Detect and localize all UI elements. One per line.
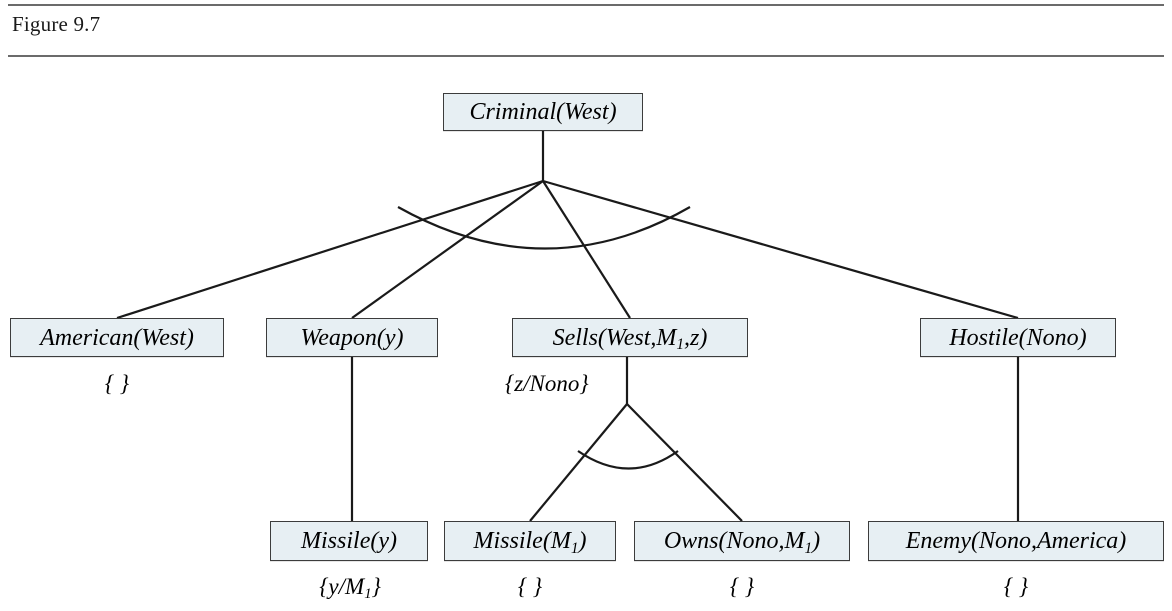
edge-criminal-to-sells <box>542 180 631 319</box>
node-label: Sells(West,M1,z) <box>552 324 708 354</box>
node-criminal-west[interactable]: Criminal(West) <box>443 93 643 131</box>
node-label: Enemy(Nono,America) <box>905 528 1127 554</box>
and-arc-root <box>397 206 691 250</box>
substitution-sells: {z/Nono} <box>505 371 589 396</box>
node-sells-west-m1-z[interactable]: Sells(West,M1,z) <box>512 318 748 357</box>
substitution-owns: { } <box>729 574 755 599</box>
node-hostile-nono[interactable]: Hostile(Nono) <box>920 318 1116 357</box>
node-weapon-y[interactable]: Weapon(y) <box>266 318 438 357</box>
edge-sells-to-missile-m1 <box>529 403 628 522</box>
substitution-missile-y: {y/M1} <box>319 574 381 603</box>
node-missile-y[interactable]: Missile(y) <box>270 521 428 561</box>
substitution-american-west: { } <box>104 371 130 396</box>
edge-criminal-to-weapon <box>351 180 544 319</box>
node-label: Weapon(y) <box>300 324 404 351</box>
caption-rule-bottom <box>8 55 1164 57</box>
edge-sells-to-owns <box>626 403 743 522</box>
node-missile-m1[interactable]: Missile(M1) <box>444 521 616 561</box>
node-label: Missile(y) <box>301 528 397 554</box>
caption-rule-top <box>8 4 1164 6</box>
substitution-missile-m1: { } <box>517 574 543 599</box>
node-label: Owns(Nono,M1) <box>663 528 821 557</box>
node-enemy-nono-america[interactable]: Enemy(Nono,America) <box>868 521 1164 561</box>
node-american-west[interactable]: American(West) <box>10 318 224 357</box>
node-label: Missile(M1) <box>473 528 587 557</box>
node-label: American(West) <box>40 324 194 351</box>
figure-caption: Figure 9.7 <box>12 12 101 36</box>
node-label: Criminal(West) <box>469 99 617 125</box>
substitution-enemy: { } <box>1003 574 1029 599</box>
node-label: Hostile(Nono) <box>949 324 1087 351</box>
edge-criminal-to-american <box>116 179 544 320</box>
and-arc-sells <box>577 450 679 470</box>
edge-criminal-to-hostile <box>542 179 1019 320</box>
node-owns-nono-m1[interactable]: Owns(Nono,M1) <box>634 521 850 561</box>
